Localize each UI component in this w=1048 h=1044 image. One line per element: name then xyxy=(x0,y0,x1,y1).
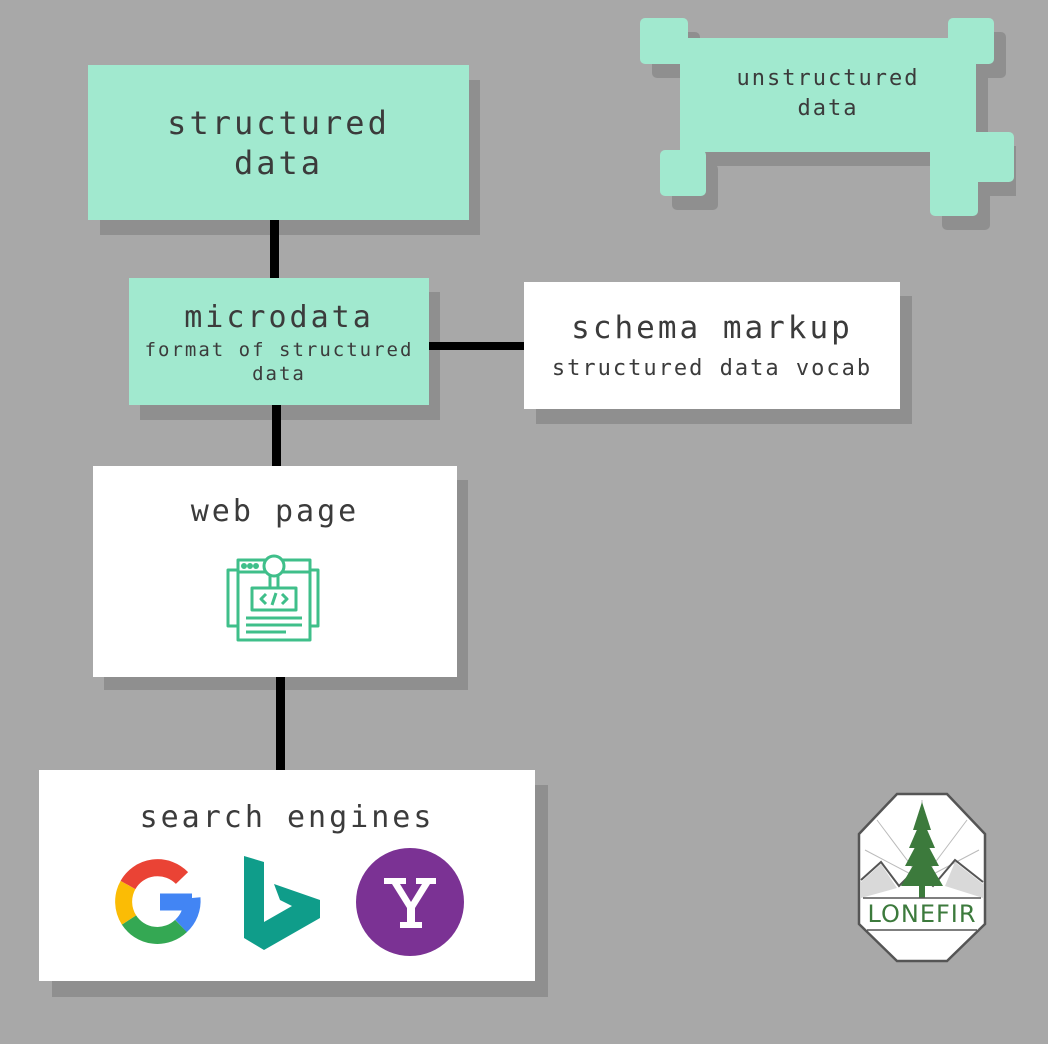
search-engine-logos xyxy=(110,848,464,956)
structured-data-title: structured data xyxy=(167,103,390,182)
microdata-subtitle: format of structured data xyxy=(144,338,414,385)
fir-tree-icon xyxy=(857,792,987,963)
connector-structured-microdata xyxy=(270,220,279,278)
schema-markup-node: schema markup structured data vocab xyxy=(524,282,900,409)
connector-webpage-search xyxy=(276,677,285,771)
connector-microdata-schema xyxy=(428,342,524,350)
unstructured-data-node: unstructured data xyxy=(640,18,1016,238)
schema-markup-subtitle: structured data vocab xyxy=(551,355,873,381)
microdata-title: microdata xyxy=(184,299,374,335)
lonefir-logo: LONEFIR xyxy=(857,790,987,965)
bing-logo xyxy=(244,856,320,950)
search-engines-node: search engines xyxy=(39,770,535,981)
search-engines-title: search engines xyxy=(139,800,435,835)
yahoo-logo xyxy=(356,848,464,956)
microdata-node: microdata format of structured data xyxy=(129,278,429,405)
web-page-node: web page xyxy=(93,466,457,677)
unstructured-data-title: unstructured data xyxy=(736,66,920,121)
schema-markup-title: schema markup xyxy=(571,309,853,346)
web-page-title: web page xyxy=(190,494,360,529)
google-logo xyxy=(115,859,201,944)
connector-microdata-webpage xyxy=(272,405,281,467)
structured-data-node: structured data xyxy=(88,65,469,220)
lonefir-text: LONEFIR xyxy=(867,900,977,928)
web-page-code-icon xyxy=(226,554,320,642)
